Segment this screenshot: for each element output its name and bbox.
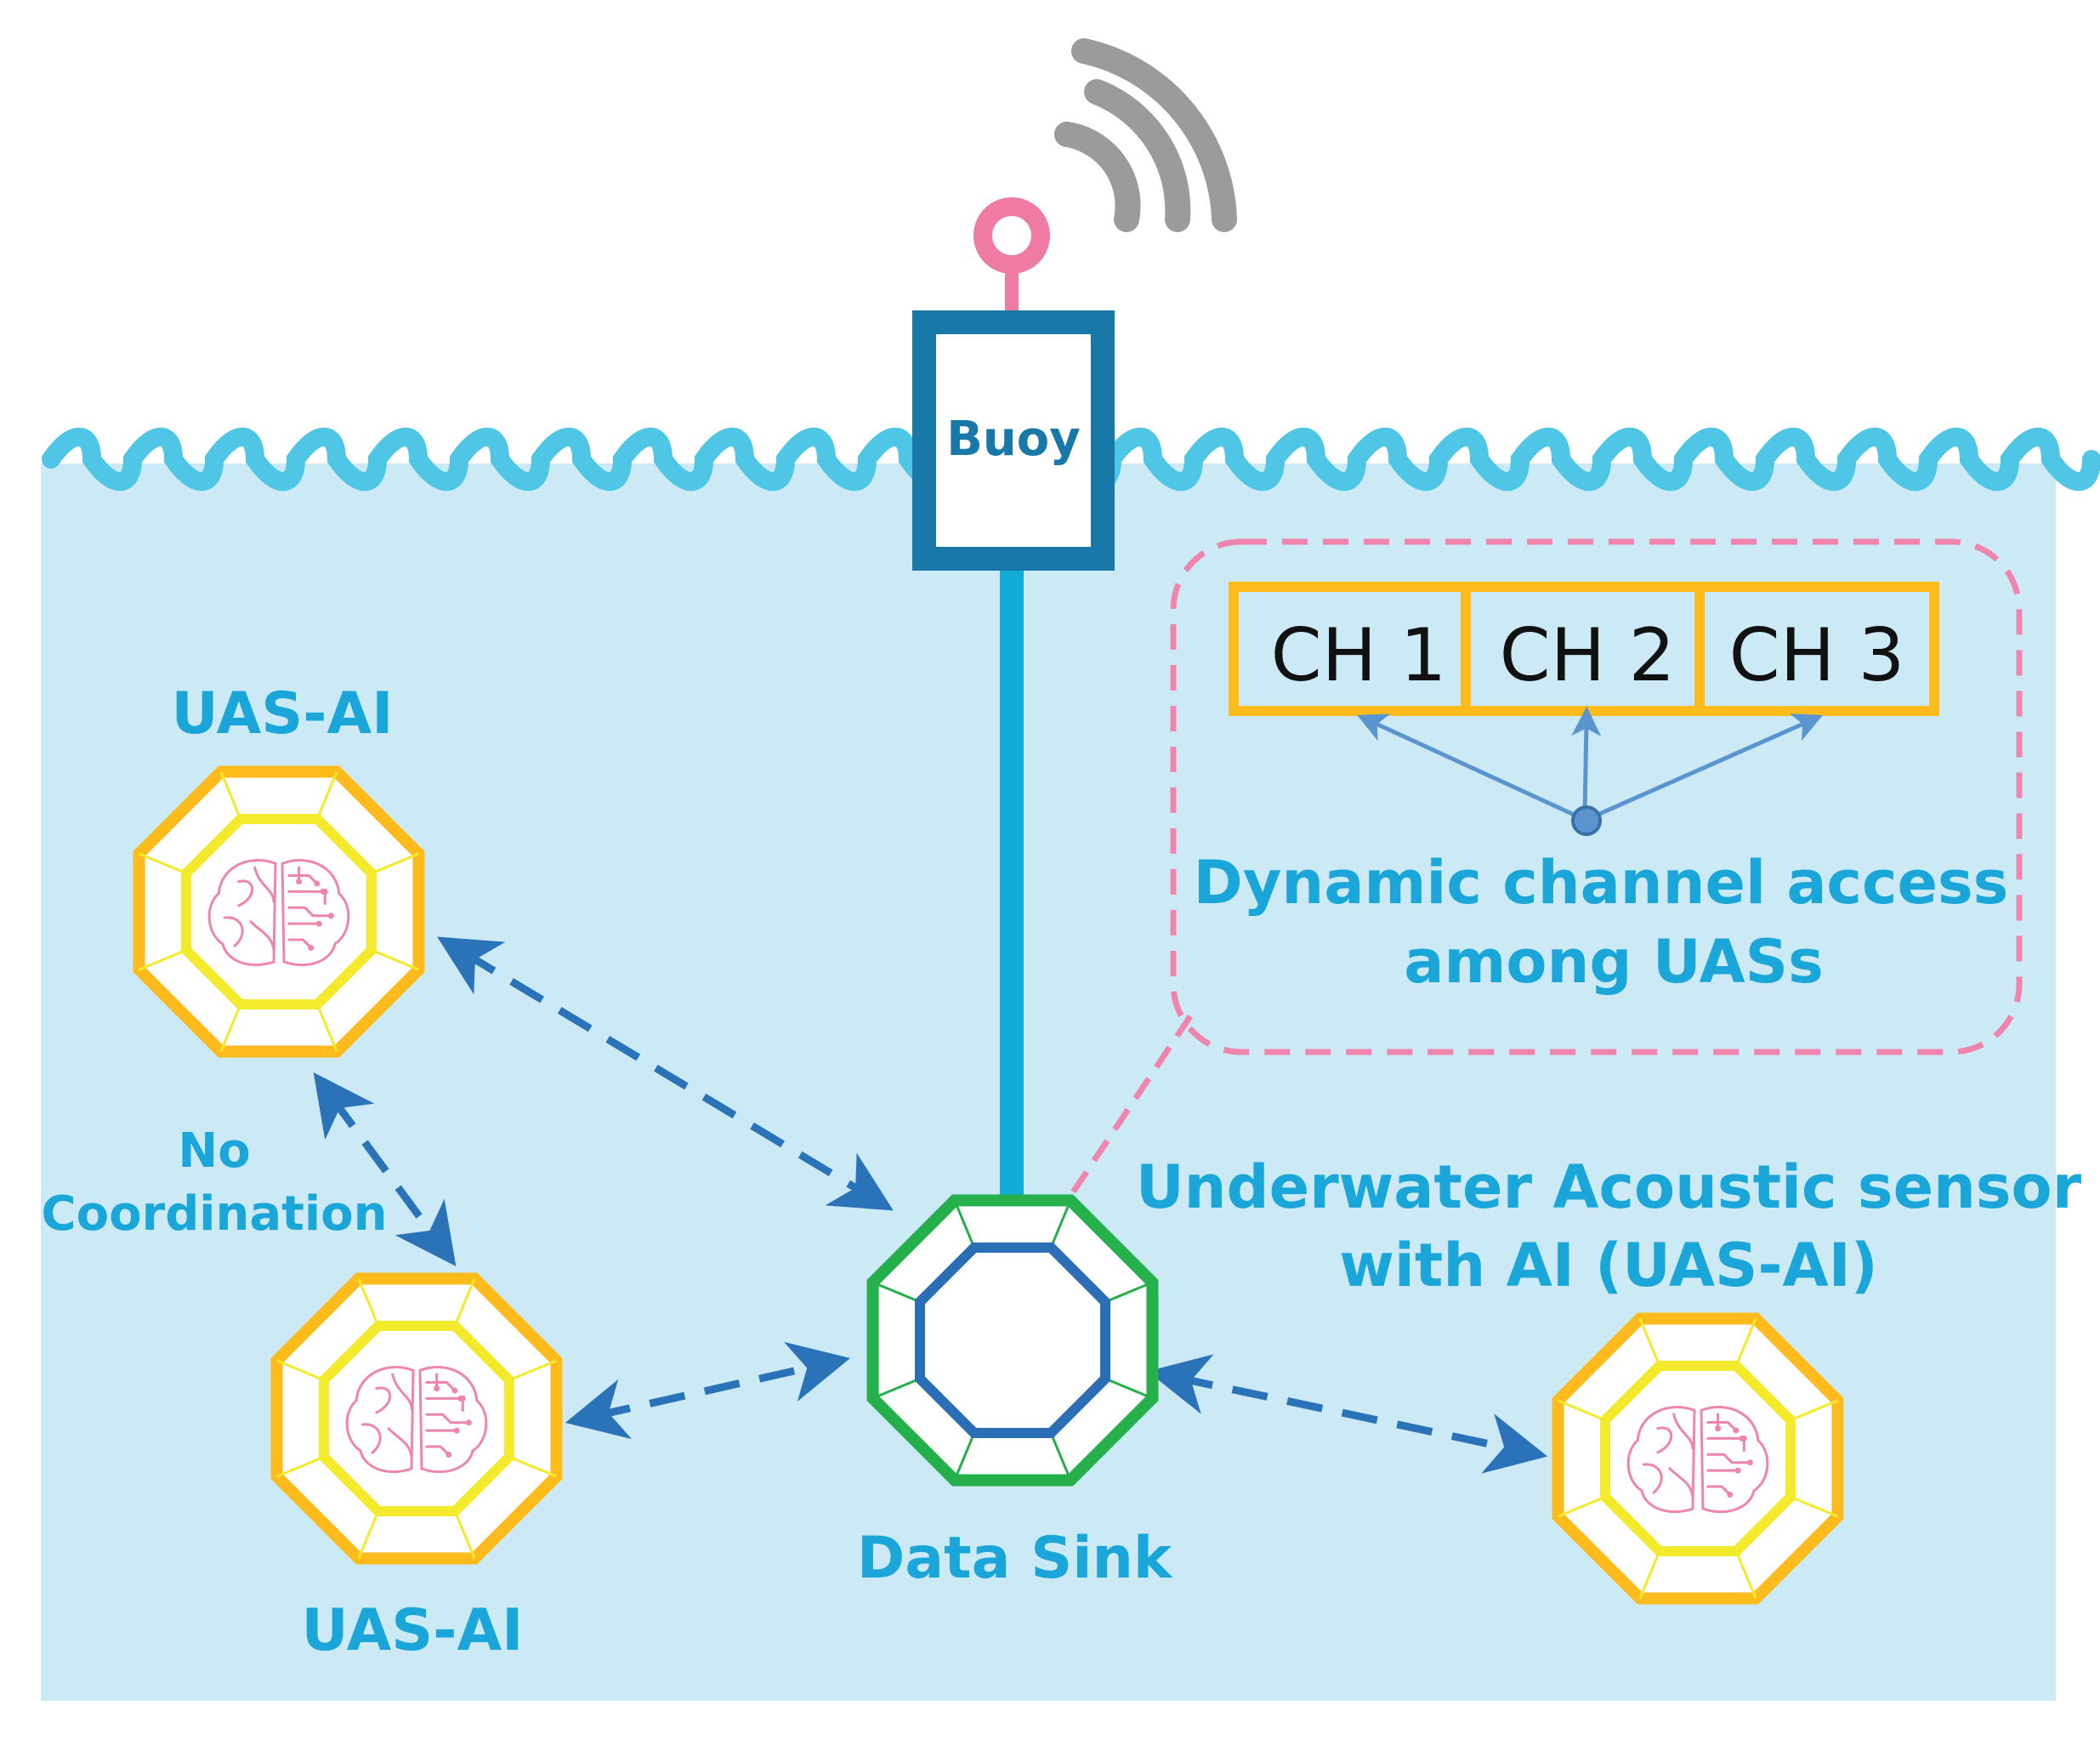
channel-1-label: CH 1	[1271, 613, 1447, 698]
link-sink-to-right-uas	[1147, 1354, 1548, 1474]
uas-ai-node-right	[1552, 1312, 1844, 1605]
channel-3-label: CH 3	[1729, 613, 1905, 698]
channel-access-callout	[1170, 538, 2023, 1055]
uas-ai-node-bottom	[270, 1272, 563, 1565]
sensor-description-line2: with AI (UAS-AI)	[1339, 1231, 1877, 1300]
link-bottom-uas-to-sink	[565, 1341, 851, 1440]
brain-chip-icon	[207, 859, 350, 967]
buoy-cable	[1000, 568, 1024, 1199]
uas-bottom-label: UAS-AI	[302, 1597, 524, 1664]
data-sink-label: Data Sink	[857, 1525, 1173, 1592]
no-coordination-line2: Coordination	[42, 1186, 388, 1242]
uas-ai-node-top	[133, 765, 425, 1058]
brain-chip-icon	[1626, 1406, 1769, 1514]
channel-access-arrows	[1357, 706, 1824, 836]
callout-connector	[1060, 1015, 1193, 1209]
channel-2-label: CH 2	[1500, 613, 1676, 698]
brain-chip-icon	[345, 1366, 488, 1474]
link-top-uas-to-sink	[437, 936, 894, 1211]
uas-top-label: UAS-AI	[172, 680, 394, 748]
dca-text-line2: among UASs	[1404, 927, 1824, 997]
sensor-description-line1: Underwater Acoustic sensor	[1136, 1152, 2082, 1222]
no-coordination-line1: No	[178, 1123, 250, 1179]
buoy-label: Buoy	[946, 412, 1081, 467]
link-arrows	[313, 936, 1548, 1474]
buoy-antenna-icon	[973, 197, 1050, 316]
wireless-signal-icon	[1054, 38, 1237, 232]
data-sink-node	[866, 1194, 1159, 1487]
dca-text-line1: Dynamic channel access	[1194, 848, 2009, 918]
buoy-box: Buoy	[912, 310, 1115, 571]
link-uas-no-coordination	[313, 1072, 457, 1267]
